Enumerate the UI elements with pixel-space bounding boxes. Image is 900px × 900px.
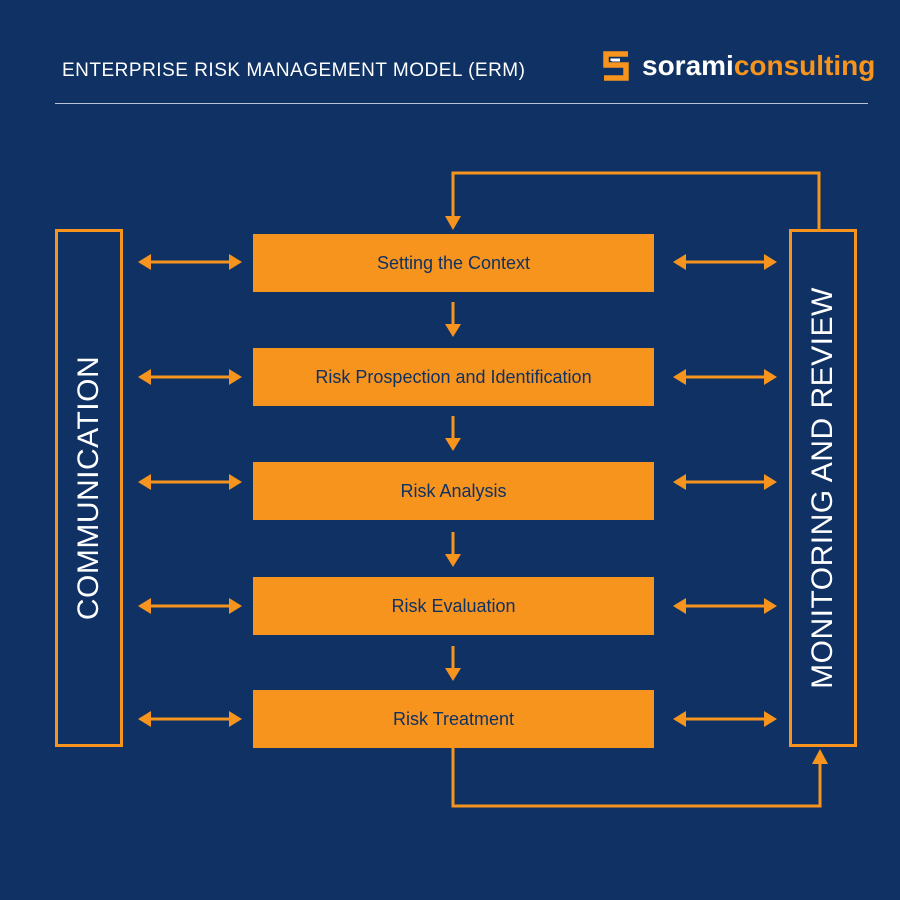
monitor-arrowhead-5-left <box>673 711 686 727</box>
header-divider <box>55 103 868 104</box>
communication-panel: COMMUNICATION <box>55 229 123 747</box>
comm-arrowhead-5-left <box>138 711 151 727</box>
comm-arrowhead-3-right <box>229 474 242 490</box>
step-risk-evaluation: Risk Evaluation <box>253 577 654 635</box>
monitor-arrowhead-1-left <box>673 254 686 270</box>
down-arrowhead-4 <box>445 668 461 681</box>
step-risk-analysis: Risk Analysis <box>253 462 654 520</box>
comm-arrowhead-1-right <box>229 254 242 270</box>
logo-text-sorami: sorami <box>642 50 734 81</box>
comm-arrowhead-2-left <box>138 369 151 385</box>
monitoring-review-panel: MONITORING AND REVIEW <box>789 229 857 747</box>
comm-arrowhead-3-left <box>138 474 151 490</box>
monitor-arrowhead-3-right <box>764 474 777 490</box>
step-setting-context: Setting the Context <box>253 234 654 292</box>
down-arrowhead-1 <box>445 324 461 337</box>
monitor-arrowhead-3-left <box>673 474 686 490</box>
logo-text-consulting: consulting <box>733 50 876 81</box>
monitor-arrowhead-4-right <box>764 598 777 614</box>
comm-arrowhead-4-right <box>229 598 242 614</box>
review-loop-arrowhead <box>812 749 828 764</box>
logo: soramiconsulting <box>598 46 875 86</box>
comm-arrowhead-2-right <box>229 369 242 385</box>
step-risk-treatment: Risk Treatment <box>253 690 654 748</box>
feedback-loop-arrowhead <box>445 216 461 230</box>
page-title: ENTERPRISE RISK MANAGEMENT MODEL (ERM) <box>62 60 526 81</box>
monitor-arrowhead-5-right <box>764 711 777 727</box>
down-arrowhead-2 <box>445 438 461 451</box>
monitor-arrowhead-2-left <box>673 369 686 385</box>
monitor-arrowhead-2-right <box>764 369 777 385</box>
monitor-arrowhead-1-right <box>764 254 777 270</box>
s-logo-icon <box>603 51 629 81</box>
review-loop-line <box>451 748 822 808</box>
monitor-arrowhead-4-left <box>673 598 686 614</box>
comm-arrowhead-5-right <box>229 711 242 727</box>
feedback-loop-line <box>451 171 821 229</box>
comm-arrowhead-1-left <box>138 254 151 270</box>
step-risk-identification: Risk Prospection and Identification <box>253 348 654 406</box>
down-arrowhead-3 <box>445 554 461 567</box>
comm-arrowhead-4-left <box>138 598 151 614</box>
